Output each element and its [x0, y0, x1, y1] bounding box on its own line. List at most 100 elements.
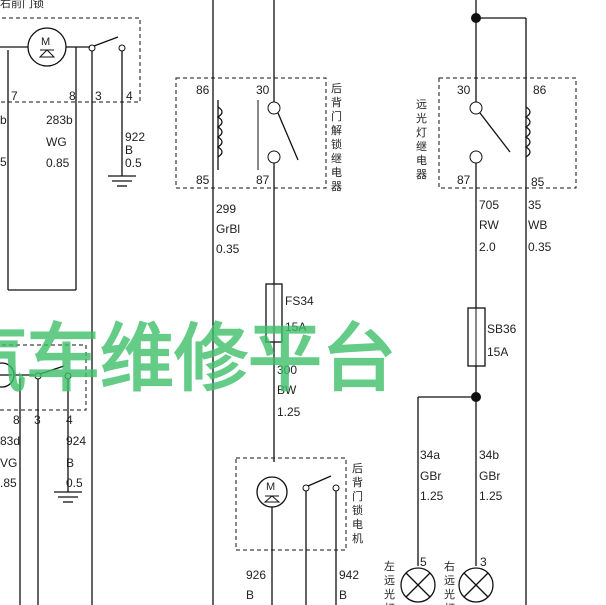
svg-text:1.25: 1.25 — [277, 405, 301, 419]
svg-text:87: 87 — [457, 173, 471, 187]
svg-text:86: 86 — [533, 83, 547, 97]
svg-text:35: 35 — [528, 198, 542, 212]
right-front-door-lock: 右前门锁 M 7 8 3 4 b 5 283b WG 0.85 922 B 0.… — [0, 0, 145, 605]
left-highbeam-lamp: 5 左 远 光 灯 — [384, 555, 436, 605]
svg-text:VG: VG — [0, 456, 17, 470]
tailgate-lock-motor: M 后 背 门 锁 电 机 926 B 942 B — [235, 457, 363, 605]
svg-text:3: 3 — [480, 555, 487, 569]
svg-text:GrBl: GrBl — [216, 222, 240, 236]
svg-text:942: 942 — [339, 568, 359, 582]
svg-text:门: 门 — [331, 109, 342, 123]
svg-text:灯: 灯 — [416, 126, 427, 139]
svg-text:左: 左 — [384, 560, 395, 573]
svg-text:926: 926 — [246, 568, 266, 582]
svg-text:灯: 灯 — [384, 602, 395, 605]
svg-text:283b: 283b — [46, 113, 73, 127]
svg-text:0.5: 0.5 — [125, 156, 142, 170]
svg-text:0.85: 0.85 — [46, 156, 70, 170]
relay-box-highbeam — [438, 77, 577, 189]
svg-text:705: 705 — [479, 198, 499, 212]
highbeam-relay: 30 86 87 85 远 光 灯 继 电 器 705 RW 2.0 35 WB… — [416, 0, 577, 605]
svg-text:7: 7 — [11, 89, 18, 103]
svg-text:85: 85 — [196, 173, 210, 187]
svg-text:BW: BW — [277, 383, 297, 397]
relay-coil-icon — [216, 106, 223, 158]
highbeam-relay-coil-icon — [524, 106, 531, 158]
relay-box — [175, 77, 327, 189]
svg-text:922: 922 — [125, 130, 145, 144]
svg-text:.85: .85 — [0, 476, 17, 490]
door-lock-lower: 8 3 4 83d VG .85 924 B 0.5 — [0, 344, 87, 605]
svg-text:15A: 15A — [487, 345, 508, 359]
svg-text:SB36: SB36 — [487, 322, 517, 336]
svg-text:光: 光 — [384, 587, 395, 601]
svg-text:解: 解 — [331, 123, 342, 137]
svg-text:WG: WG — [46, 135, 67, 149]
svg-text:0.35: 0.35 — [528, 240, 552, 254]
svg-text:34a: 34a — [420, 448, 440, 462]
svg-text:85: 85 — [531, 175, 545, 189]
svg-text:924: 924 — [66, 434, 86, 448]
svg-text:门: 门 — [352, 489, 363, 503]
ground-icon-lower — [54, 491, 82, 503]
motor-box — [235, 457, 347, 551]
svg-text:8: 8 — [13, 413, 20, 427]
svg-text:86: 86 — [196, 83, 210, 97]
svg-text:电: 电 — [416, 154, 427, 167]
door-switch-icon-lower — [39, 365, 65, 375]
svg-text:1.25: 1.25 — [420, 489, 444, 503]
relay-switch-icon — [277, 112, 299, 161]
watermark: 汽车维修平台 — [0, 316, 396, 402]
svg-text:B: B — [66, 456, 74, 470]
svg-text:FS34: FS34 — [285, 294, 314, 308]
svg-text:8: 8 — [69, 89, 76, 103]
svg-text:1.25: 1.25 — [479, 489, 503, 503]
tailgate-relay-name-1: 后 — [331, 82, 342, 95]
svg-text:2.0: 2.0 — [479, 240, 496, 254]
door-lock-title: 右前门锁 — [0, 0, 44, 10]
door-lock-box — [0, 17, 141, 103]
svg-text:B: B — [125, 143, 133, 157]
svg-text:15A: 15A — [285, 320, 306, 334]
motor-letter: M — [41, 36, 50, 48]
svg-text:0.35: 0.35 — [216, 242, 240, 256]
svg-text:锁: 锁 — [352, 503, 363, 517]
right-highbeam-lamp: 3 右 远 光 灯 — [444, 555, 494, 605]
svg-text:b: b — [0, 113, 7, 127]
lamp-icon-left — [400, 567, 436, 603]
svg-text:34b: 34b — [479, 448, 499, 462]
svg-text:继: 继 — [416, 140, 427, 153]
svg-text:器: 器 — [331, 180, 342, 193]
svg-text:RW: RW — [479, 218, 499, 232]
svg-text:锁: 锁 — [331, 137, 342, 151]
motor-icon — [27, 27, 67, 67]
tailgate-switch-icon — [307, 475, 332, 487]
door-switch-icon — [93, 36, 119, 47]
svg-text:GBr: GBr — [420, 469, 441, 483]
svg-text:4: 4 — [66, 413, 73, 427]
svg-text:M: M — [266, 481, 275, 493]
lamp-icon-right — [458, 567, 494, 603]
svg-text:电: 电 — [352, 518, 363, 531]
svg-text:3: 3 — [95, 89, 102, 103]
svg-text:光: 光 — [416, 111, 427, 125]
tailgate-unlock-relay: 86 85 30 87 后 背 门 解 锁 继 电 器 299 GrBl 0.3… — [175, 0, 342, 284]
svg-text:4: 4 — [126, 89, 133, 103]
svg-text:B: B — [246, 588, 254, 602]
svg-text:30: 30 — [256, 83, 270, 97]
svg-text:光: 光 — [444, 587, 455, 601]
svg-text:继: 继 — [331, 152, 342, 165]
highbeam-relay-switch-icon — [479, 112, 511, 153]
svg-text:87: 87 — [256, 173, 270, 187]
ground-icon — [108, 175, 136, 187]
svg-text:后: 后 — [352, 462, 363, 475]
svg-text:5: 5 — [420, 555, 427, 569]
svg-text:灯: 灯 — [444, 602, 455, 605]
svg-text:远: 远 — [416, 98, 427, 111]
svg-text:机: 机 — [352, 531, 363, 545]
svg-text:GBr: GBr — [479, 469, 500, 483]
svg-text:WB: WB — [528, 218, 547, 232]
svg-text:3: 3 — [34, 413, 41, 427]
svg-text:300: 300 — [277, 363, 297, 377]
